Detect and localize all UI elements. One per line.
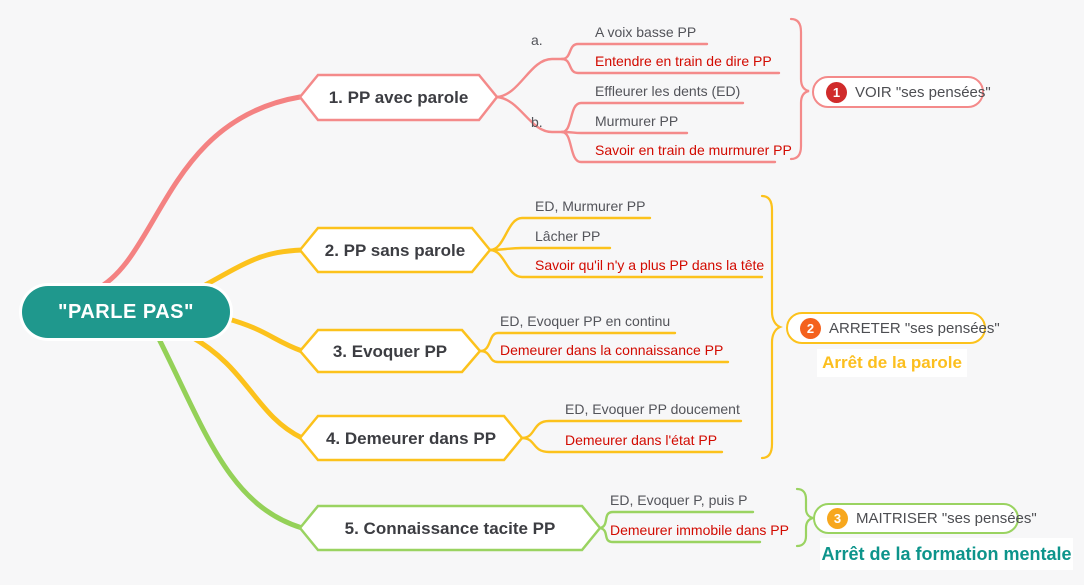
summary-3-label: MAITRISER "ses pensées": [856, 510, 1037, 527]
branch-4-curve: [187, 333, 305, 441]
badge-3-icon: 3: [827, 508, 848, 529]
leaf-node[interactable]: ED, Murmurer PP: [535, 198, 646, 214]
leaf-node[interactable]: Demeurer dans l'état PP: [565, 432, 718, 448]
branch-5-curve: [155, 334, 305, 531]
main-branch-curves: [92, 94, 305, 531]
topic-5-label[interactable]: 5. Connaissance tacite PP: [344, 519, 556, 538]
summary-2-label: ARRETER "ses pensées": [829, 319, 1000, 337]
topic-4-label[interactable]: 4. Demeurer dans PP: [325, 429, 497, 448]
group-label-b[interactable]: b.: [531, 114, 543, 130]
leaf-node[interactable]: Murmurer PP: [595, 113, 679, 129]
leaf-node[interactable]: Lâcher PP: [535, 228, 601, 244]
summary-node-2[interactable]: 2 ARRETER "ses pensées": [786, 312, 1000, 344]
leaf-node[interactable]: Savoir qu'il n'y a plus PP dans la tête: [535, 257, 765, 273]
topic-1-shape[interactable]: [298, 73, 499, 122]
topic-5-shape[interactable]: [298, 504, 602, 552]
topic-2-label[interactable]: 2. PP sans parole: [324, 241, 466, 260]
branch-3-curve: [222, 315, 305, 354]
leaf-node[interactable]: Entendre en train de dire PP: [595, 53, 772, 69]
leaf-node[interactable]: ED, Evoquer P, puis P: [610, 492, 748, 508]
leaf-node[interactable]: Effleurer les dents (ED): [595, 83, 741, 99]
branch-2-3-4-leaf-lines: [478, 194, 783, 460]
root-node-label: "PARLE PAS": [58, 300, 194, 323]
brace-1: [789, 17, 810, 161]
topic-1-label[interactable]: 1. PP avec parole: [328, 88, 469, 107]
leaf-node[interactable]: ED, Evoquer PP en continu: [500, 313, 671, 329]
topic-shapes: [298, 73, 602, 552]
caption-arret-parole[interactable]: Arrêt de la parole: [817, 349, 967, 377]
badge-1-icon: 1: [826, 81, 847, 103]
branch-1-leaf-lines: [495, 17, 810, 164]
leaf-node[interactable]: Demeurer immobile dans PP: [610, 522, 789, 538]
topic-4-shape[interactable]: [298, 414, 524, 462]
group-label-a[interactable]: a.: [531, 32, 543, 48]
branch-1-curve: [92, 94, 303, 293]
summary-node-1[interactable]: 1 VOIR "ses pensées": [812, 76, 991, 108]
badge-2-icon: 2: [800, 317, 821, 339]
leaf-node[interactable]: Demeurer dans la connaissance PP: [500, 342, 724, 358]
root-node[interactable]: "PARLE PAS": [22, 286, 230, 338]
topic-3-shape[interactable]: [298, 328, 482, 374]
leaf-node[interactable]: Savoir en train de murmurer PP: [595, 142, 792, 158]
leaf-node[interactable]: A voix basse PP: [595, 24, 697, 40]
caption-arret-formation-mentale[interactable]: Arrêt de la formation mentale: [820, 538, 1073, 570]
branch-2-curve: [197, 247, 305, 291]
leaf-node[interactable]: ED, Evoquer PP doucement: [565, 401, 740, 417]
summary-1-label: VOIR "ses pensées": [855, 83, 991, 101]
topic-3-label[interactable]: 3. Evoquer PP: [332, 342, 448, 361]
brace-3: [795, 487, 814, 548]
brace-2: [760, 194, 783, 460]
summary-node-3[interactable]: 3 MAITRISER "ses pensées": [813, 503, 1037, 534]
topic-2-shape[interactable]: [298, 226, 492, 274]
